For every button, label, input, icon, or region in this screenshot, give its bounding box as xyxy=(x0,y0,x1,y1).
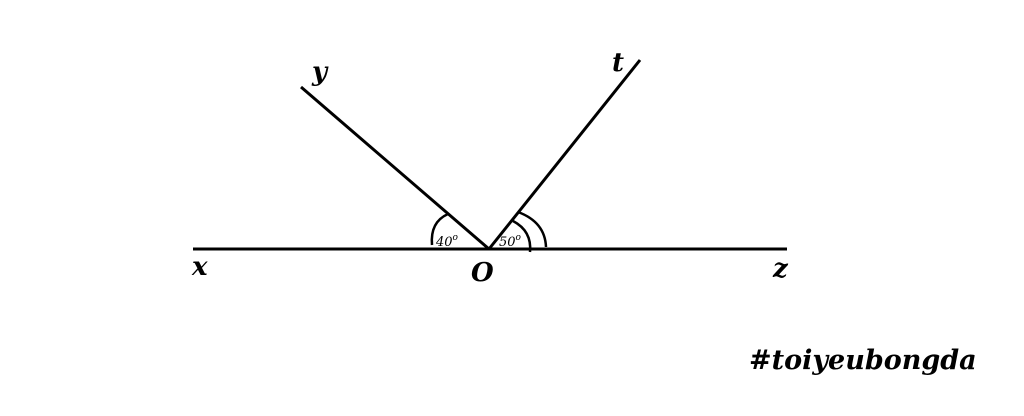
point-label-o: O xyxy=(471,258,494,288)
point-label-y: y xyxy=(311,57,329,87)
angle-label-toz: 50o xyxy=(499,233,522,250)
angle-arc-xoy xyxy=(430,212,449,246)
angle-arc-toz-inner xyxy=(512,219,532,253)
point-label-t: t xyxy=(612,48,624,78)
point-label-z: z xyxy=(772,254,789,284)
angle-arc-toz xyxy=(517,210,548,248)
hashtag-watermark: #toiyeubongda xyxy=(749,345,977,376)
ray-ot xyxy=(487,59,642,250)
ray-oy xyxy=(300,85,490,251)
point-label-x: x xyxy=(191,252,208,282)
angle-label-xoy: 40o xyxy=(435,233,459,250)
